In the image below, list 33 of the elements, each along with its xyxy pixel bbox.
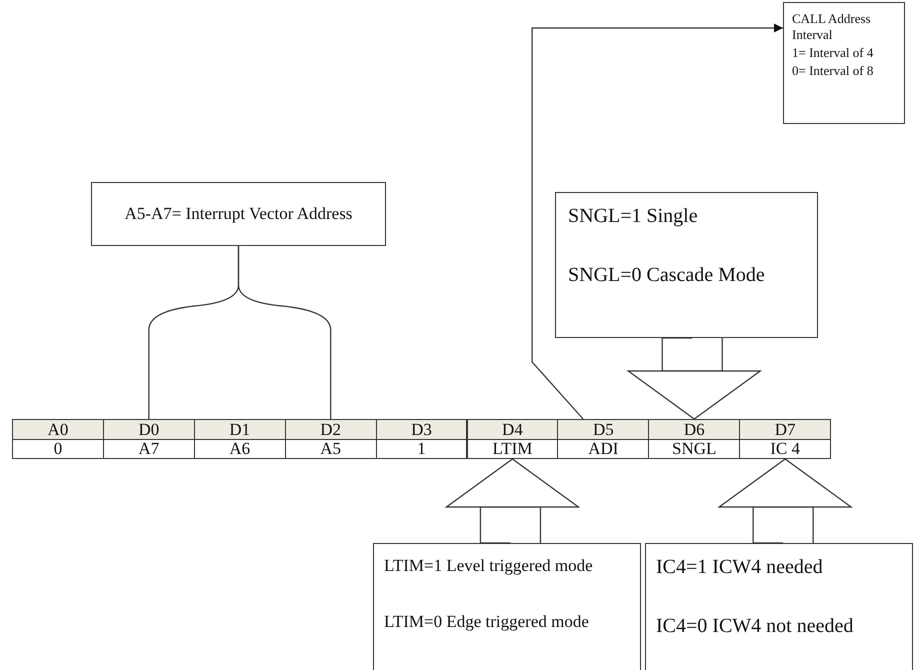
callout-text: CALL Address Interval [792, 11, 872, 43]
bit-header-cell: D5 [557, 419, 650, 440]
callout-text: LTIM=0 Edge triggered mode [384, 612, 590, 632]
bit-header-cell: D3 [376, 419, 468, 440]
callout-text: IC4=1 ICW4 needed [656, 556, 824, 579]
brace-line [238, 246, 332, 419]
bit-header-cell: D0 [102, 419, 195, 440]
callout-text: LTIM=1 Level triggered mode [384, 556, 594, 576]
callout-text: 0= Interval of 8 [792, 63, 874, 79]
block-arrow [446, 458, 580, 544]
bit-header-cell: A0 [12, 419, 104, 440]
callout-text: SNGL=0 Cascade Mode [568, 264, 766, 287]
callout-text: IC4=0 ICW4 not needed [656, 615, 854, 638]
bit-value-cell: 1 [376, 439, 468, 459]
callout-text: 1= Interval of 4 [792, 45, 874, 61]
callout-box [555, 192, 818, 338]
callout-text: A5-A7= Interrupt Vector Address [124, 204, 352, 224]
bit-header-cell: D7 [739, 419, 832, 440]
arrow [532, 24, 783, 420]
bit-value-cell: LTIM [466, 439, 558, 459]
callout-box [645, 543, 913, 670]
bit-value-cell: 0 [12, 439, 104, 459]
bit-header-cell: D1 [194, 419, 286, 440]
callout-box [783, 2, 905, 124]
bit-value-cell: IC 4 [739, 439, 832, 459]
bit-header-cell: D2 [284, 419, 377, 440]
block-arrow [718, 458, 852, 544]
bit-header-cell: D4 [466, 419, 558, 440]
callout-text: SNGL=1 Single [568, 205, 699, 228]
bit-header-cell: D6 [648, 419, 740, 440]
block-arrow [628, 337, 761, 420]
callout-box [373, 543, 641, 670]
callout-box [91, 182, 386, 246]
